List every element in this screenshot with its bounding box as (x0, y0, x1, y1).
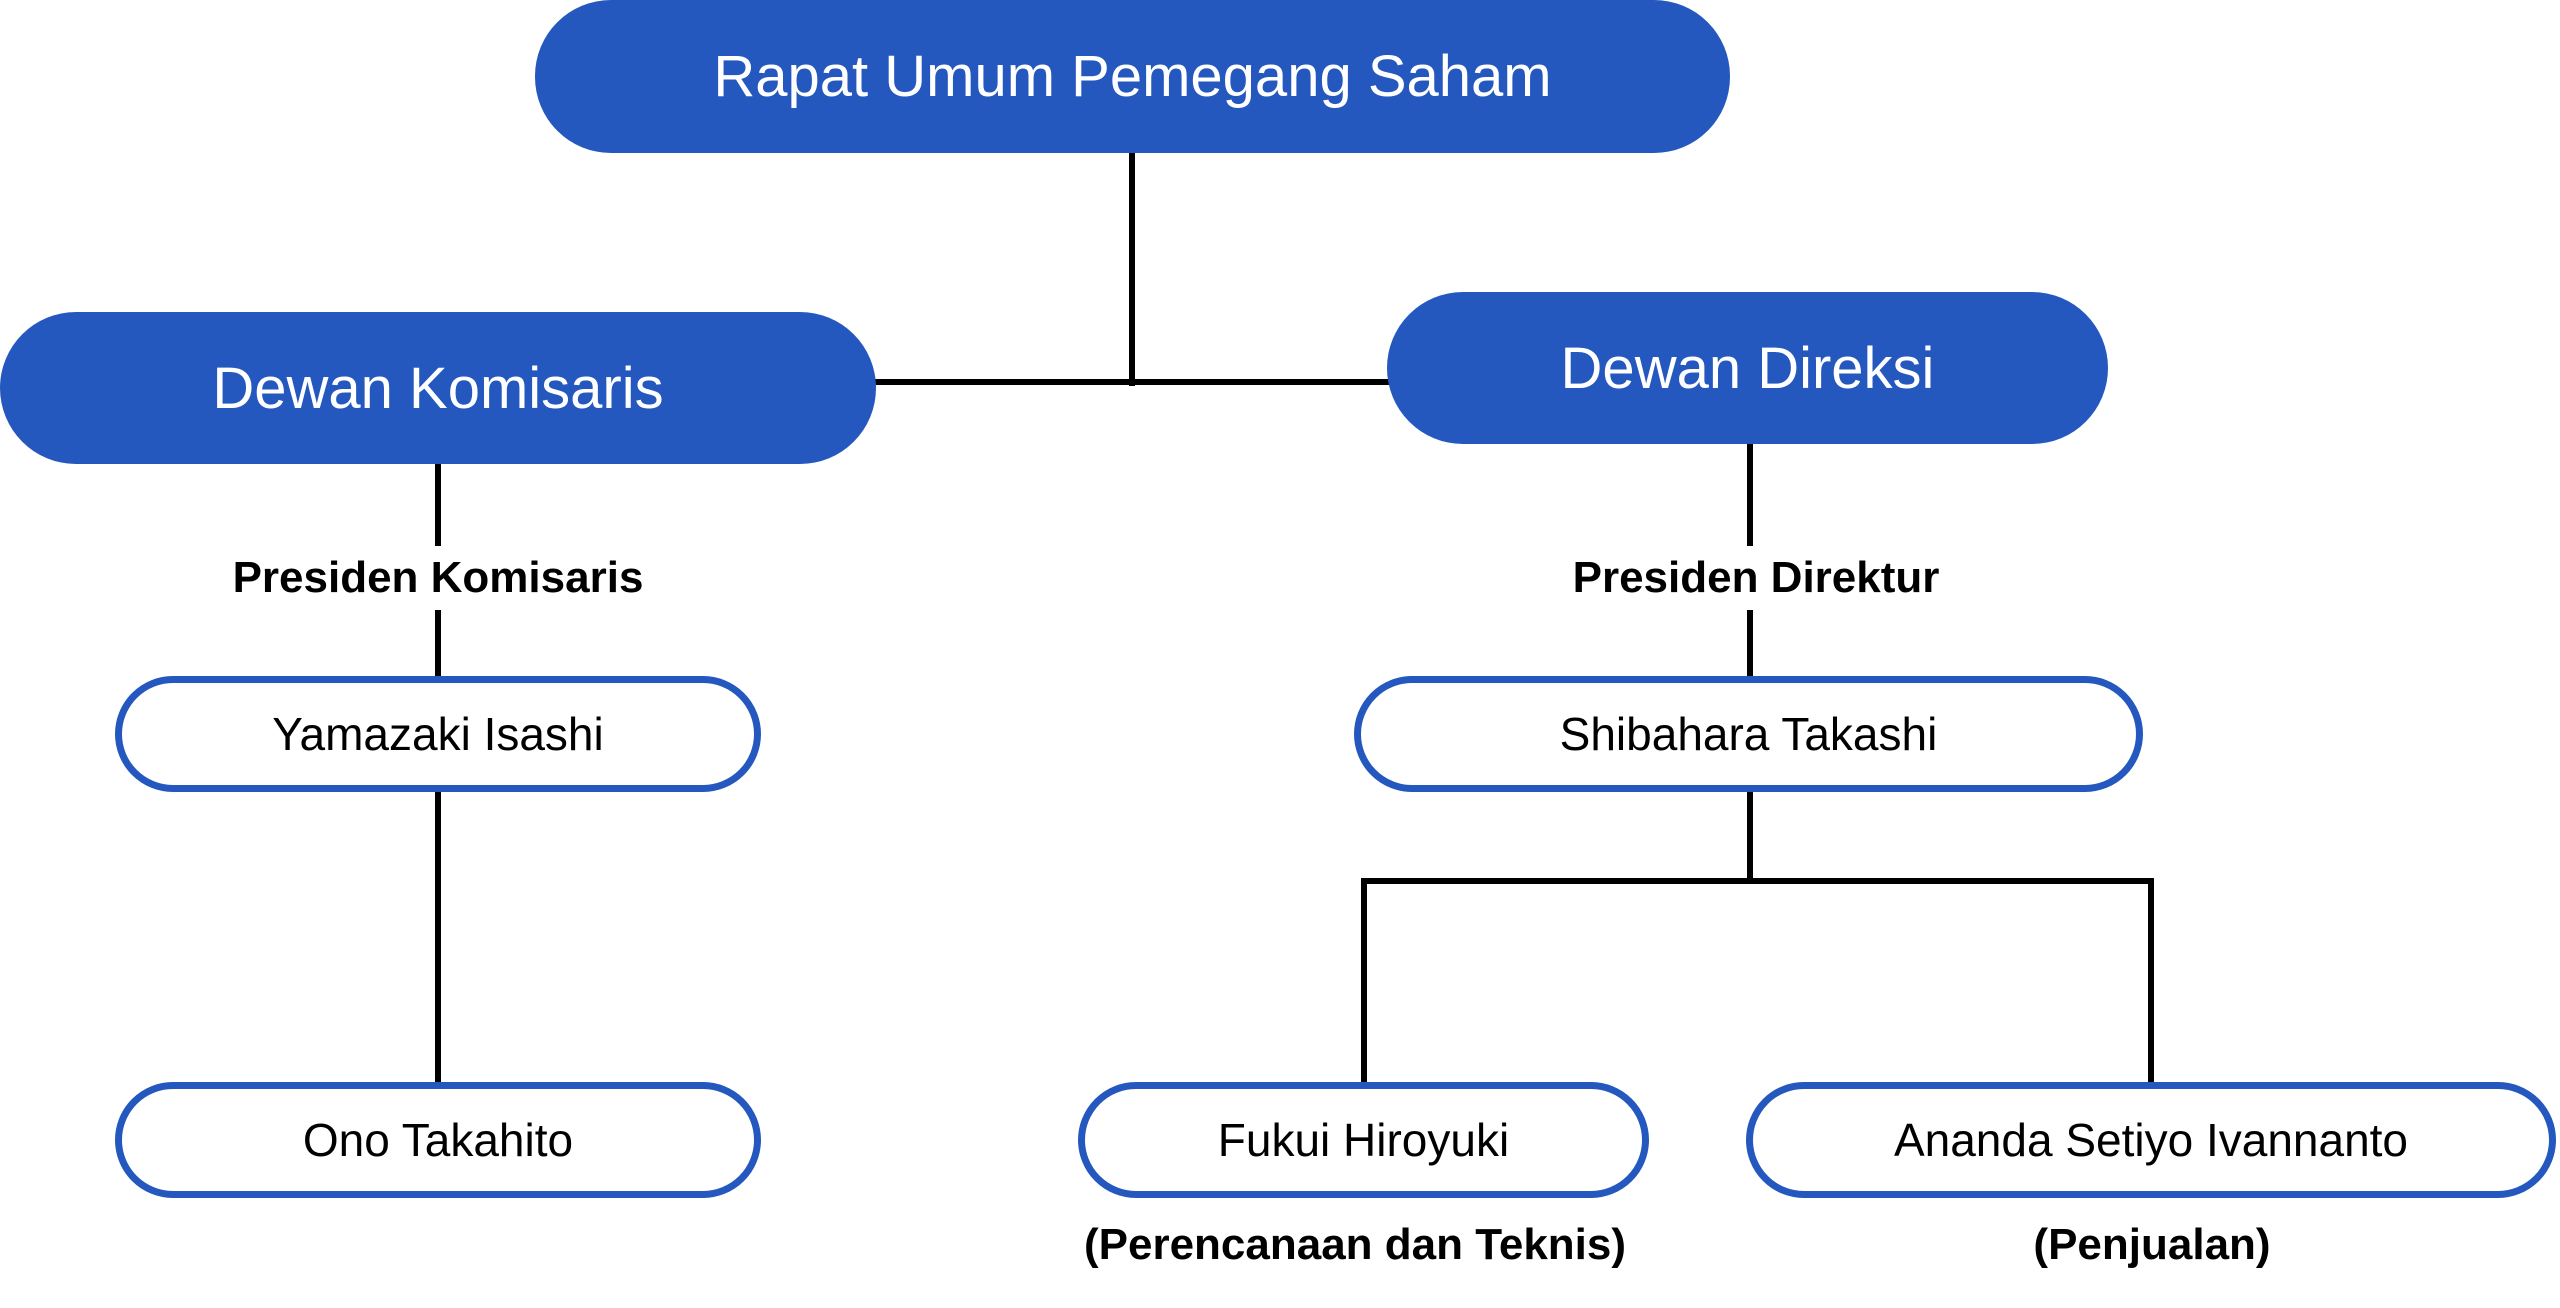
node-dewan-komisaris: Dewan Komisaris (0, 312, 876, 464)
label-perencanaan-dan-teknis: (Perencanaan dan Teknis) (1035, 1213, 1675, 1277)
node-shibahara-label: Shibahara Takashi (1559, 708, 1938, 760)
label-penjualan: (Penjualan) (1902, 1213, 2402, 1277)
node-ono-label: Ono Takahito (302, 1114, 574, 1166)
node-ono-takahito: Ono Takahito (115, 1082, 761, 1198)
connector-direksi-split (1361, 878, 2154, 884)
node-fukui-label: Fukui Hiroyuki (1217, 1114, 1510, 1166)
node-dewan-komisaris-label: Dewan Komisaris (212, 355, 664, 421)
connector-fukui-drop (1361, 878, 1367, 1082)
node-rapat-umum-label: Rapat Umum Pemegang Saham (713, 44, 1552, 109)
node-rapat-umum-pemegang-saham: Rapat Umum Pemegang Saham (535, 0, 1730, 153)
node-ananda-setiyo-ivannanto: Ananda Setiyo Ivannanto (1746, 1082, 2556, 1198)
connector-shibahara-down (1747, 786, 1753, 884)
label-presiden-direktur: Presiden Direktur (1506, 546, 2006, 610)
label-presiden-komisaris: Presiden Komisaris (188, 546, 688, 610)
connector-rups-down (1129, 150, 1135, 386)
node-dewan-direksi-label: Dewan Direksi (1560, 335, 1935, 401)
node-yamazaki-isashi: Yamazaki Isashi (115, 676, 761, 792)
node-fukui-hiroyuki: Fukui Hiroyuki (1078, 1082, 1649, 1198)
node-dewan-direksi: Dewan Direksi (1387, 292, 2108, 444)
node-ananda-label: Ananda Setiyo Ivannanto (1893, 1114, 2409, 1166)
node-yamazaki-label: Yamazaki Isashi (272, 708, 604, 760)
connector-boards-horizontal (870, 379, 1392, 385)
node-shibahara-takashi: Shibahara Takashi (1354, 676, 2143, 792)
connector-ananda-drop (2148, 878, 2154, 1082)
